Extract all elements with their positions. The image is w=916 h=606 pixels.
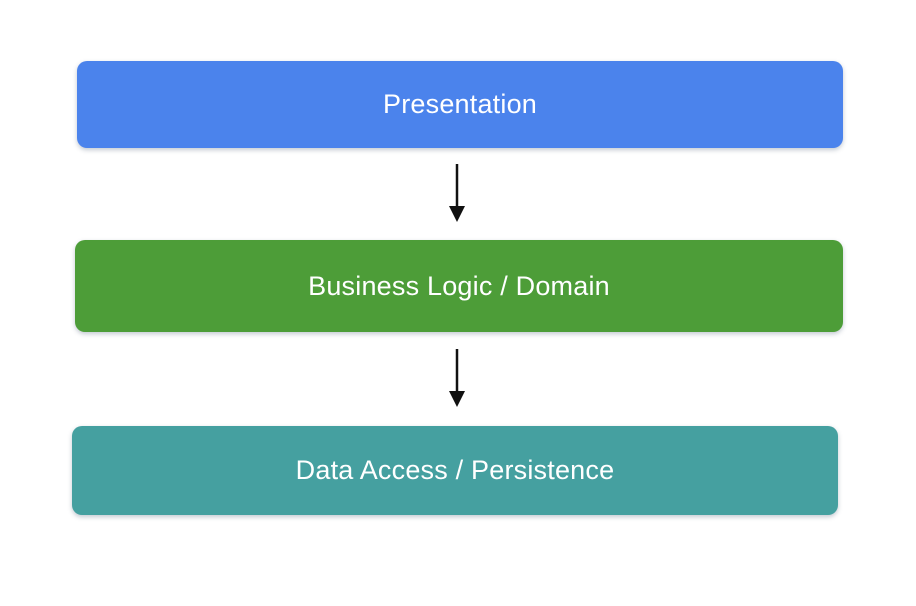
layer-label-presentation: Presentation (383, 89, 537, 119)
layer-box-data-access: Data Access / Persistence (72, 426, 838, 515)
down-arrow-icon (449, 164, 465, 222)
down-arrow-icon (449, 349, 465, 407)
down-arrow-head (449, 206, 465, 222)
layer-label-business-logic: Business Logic / Domain (308, 270, 610, 301)
layer-label-data-access: Data Access / Persistence (295, 455, 615, 485)
down-arrow-head (449, 391, 465, 407)
layer-box-presentation: Presentation (77, 61, 843, 148)
layer-box-business-logic: Business Logic / Domain (75, 240, 843, 332)
